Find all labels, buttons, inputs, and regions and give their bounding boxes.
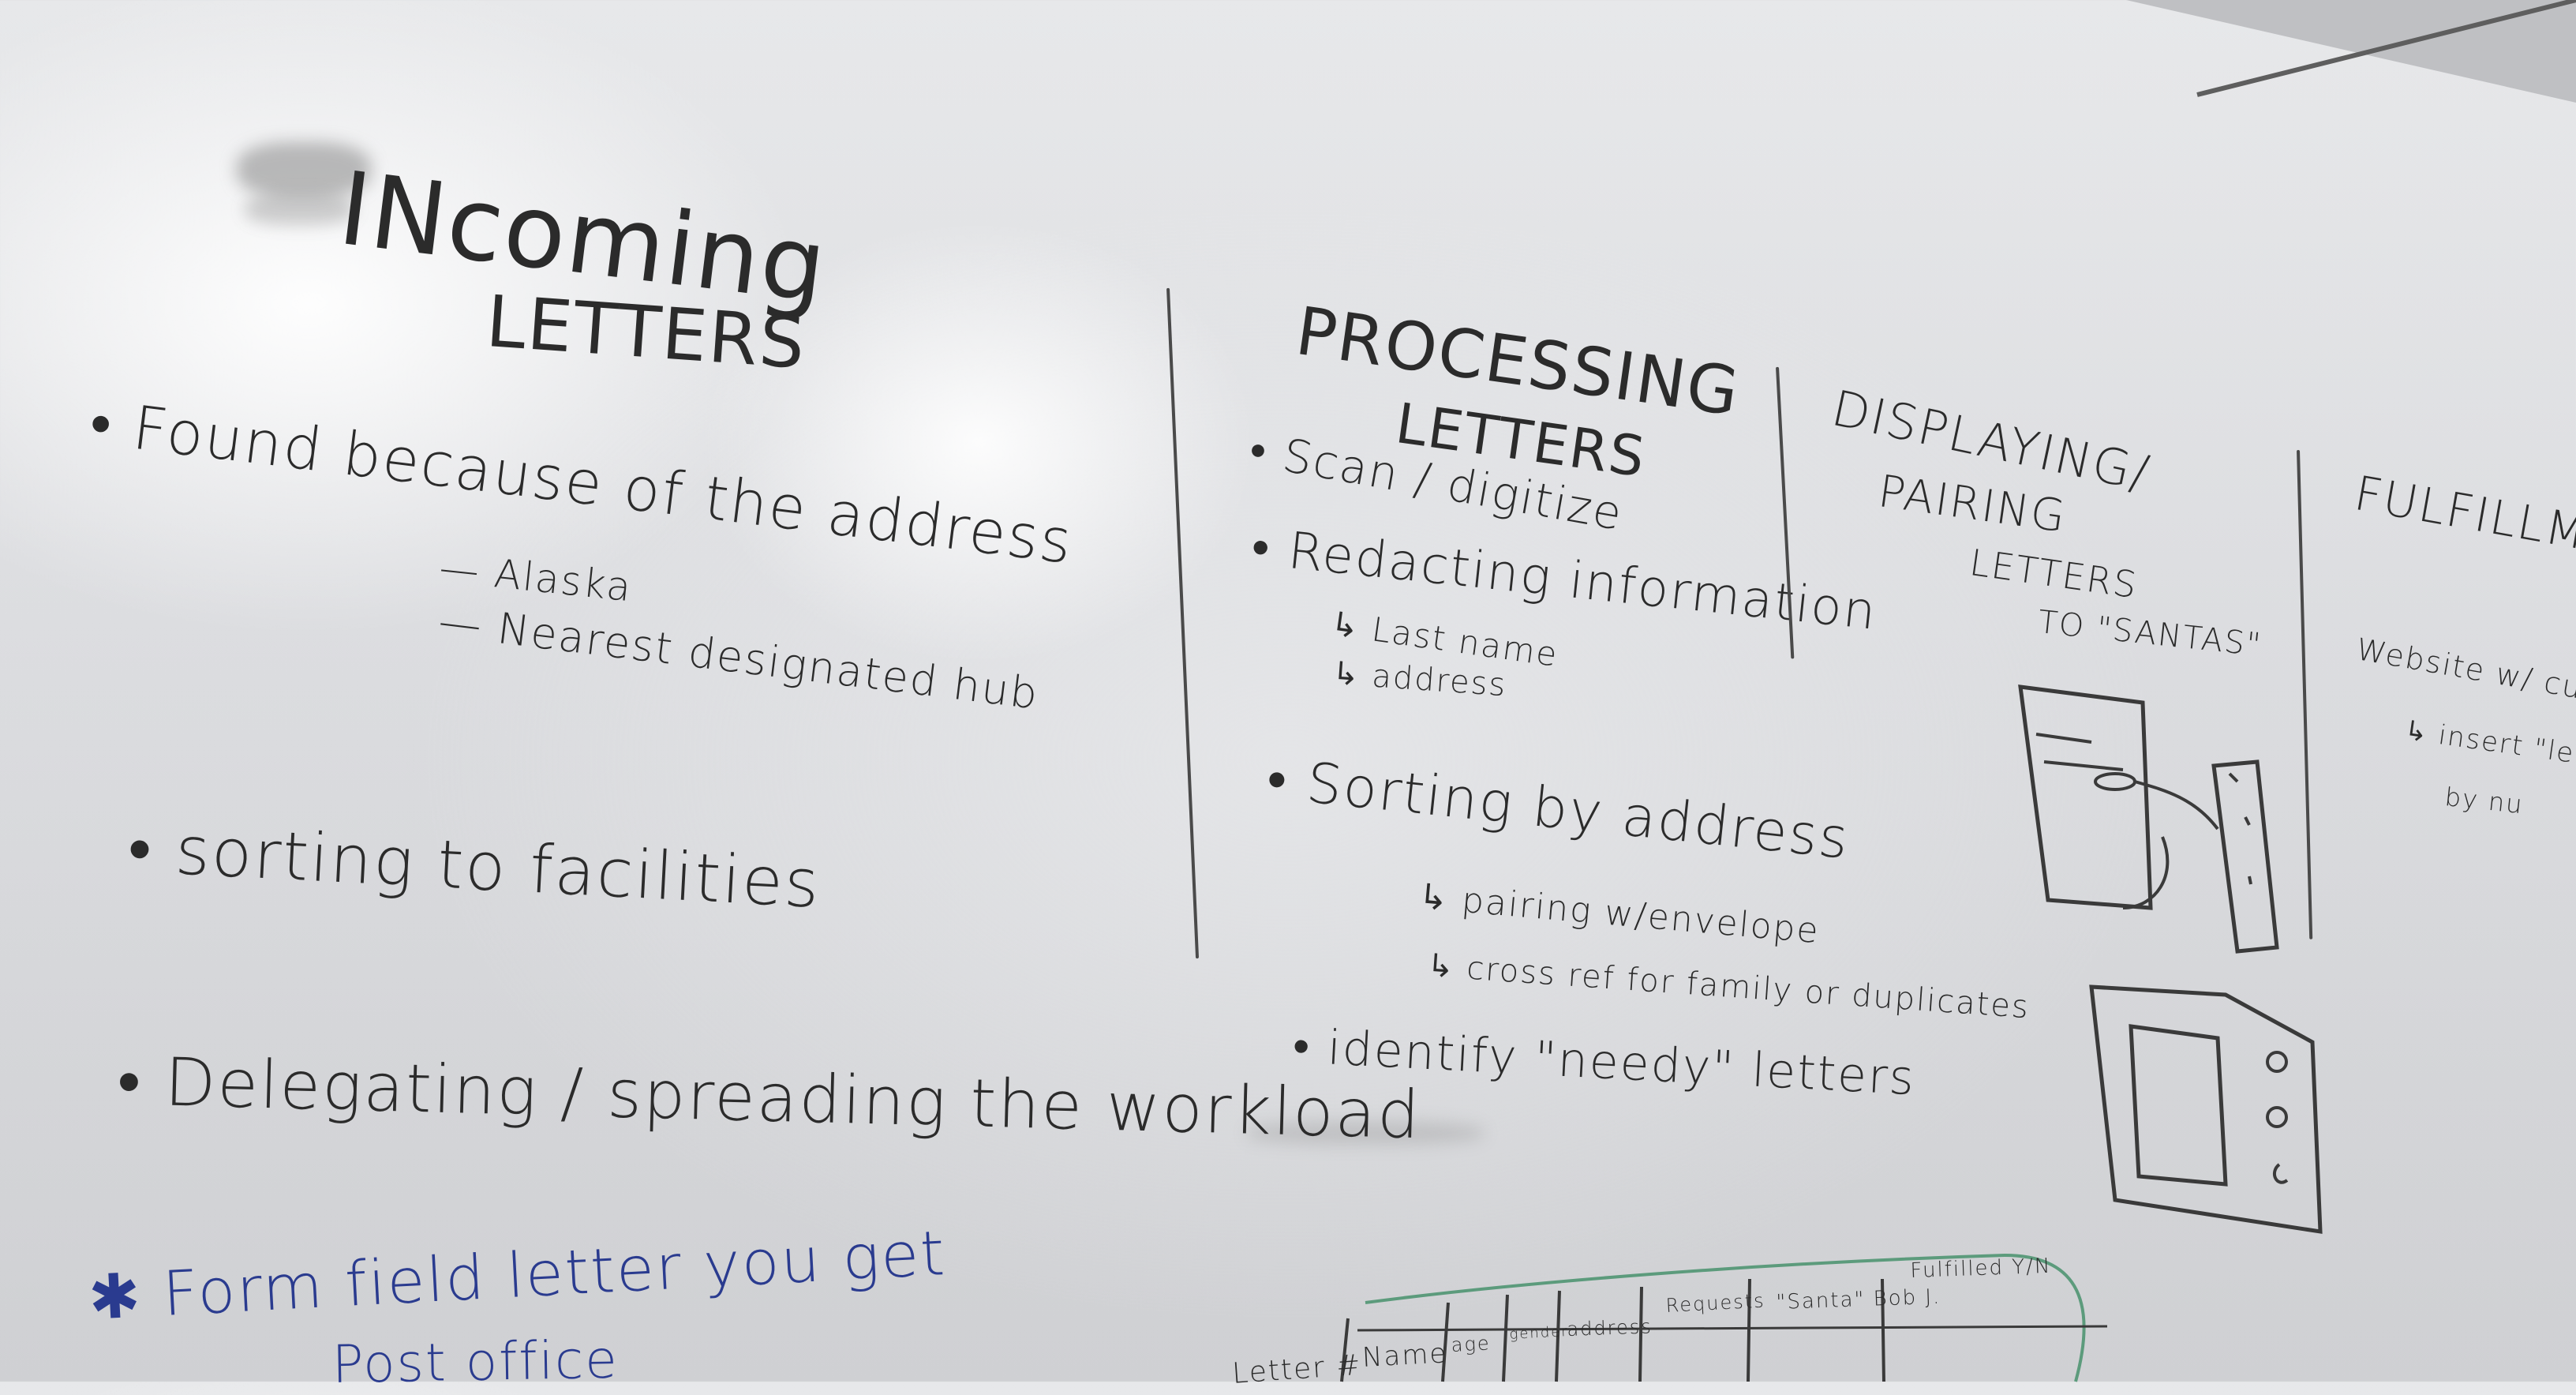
fulfillment-sub-bynow: by nu [2443, 782, 2525, 820]
table-header-address: address [1567, 1315, 1653, 1341]
incoming-bullet-sorting: • sorting to facilities [125, 809, 823, 923]
incoming-bullet-delegating: • Delegating / spreading the workload [116, 1042, 1422, 1154]
fulfillment-sub-insert: ↳ insert "letter [2402, 714, 2576, 778]
processing-sub-pairing: ↳ pairing w/envelope [1417, 876, 1822, 952]
table-dividers [1340, 1278, 1885, 1382]
table-header-age: age [1451, 1332, 1492, 1356]
fulfillment-bullet-website: Website w/ cura [2353, 632, 2576, 712]
table-header-letter-number: Letter # [1231, 1348, 1363, 1390]
incoming-bullet-found: • Found because of the address [86, 387, 1077, 578]
star-icon: ✱ [87, 1259, 165, 1334]
tablet-sketch [2089, 984, 2323, 1234]
table-header-fulfilled: Fulfilled Y/N [1910, 1254, 2052, 1283]
column-divider [1166, 287, 1200, 959]
incoming-subbullet-hub: — Nearest designated hub [436, 596, 1042, 719]
processing-bullet-sorting: • Sorting by address [1264, 746, 1853, 872]
processing-sub-crossref: ↳ cross ref for family or duplicates [1425, 947, 2031, 1026]
eraser-smudge [245, 193, 355, 225]
table-header-name: Name [1361, 1337, 1449, 1374]
eraser-smudge [1247, 1121, 1484, 1145]
ceiling-edge [1787, 0, 2576, 103]
table-header-gender: gender [1509, 1323, 1570, 1343]
incoming-blue-note-line1: ✱ Form field letter you get [87, 1218, 948, 1334]
displaying-title-line4: TO "SANTAS" [2036, 604, 2264, 664]
letter-phone-sketch [2018, 684, 2279, 954]
fulfillment-title: FULFILLMENT [2349, 466, 2576, 579]
table-outline [1357, 1253, 2108, 1382]
blue-note-text: Form field letter you get [161, 1218, 948, 1330]
incoming-blue-note-line2: Post office [331, 1329, 620, 1395]
eraser-smudge [237, 142, 371, 197]
displaying-title-line3: LETTERS [1967, 541, 2141, 607]
